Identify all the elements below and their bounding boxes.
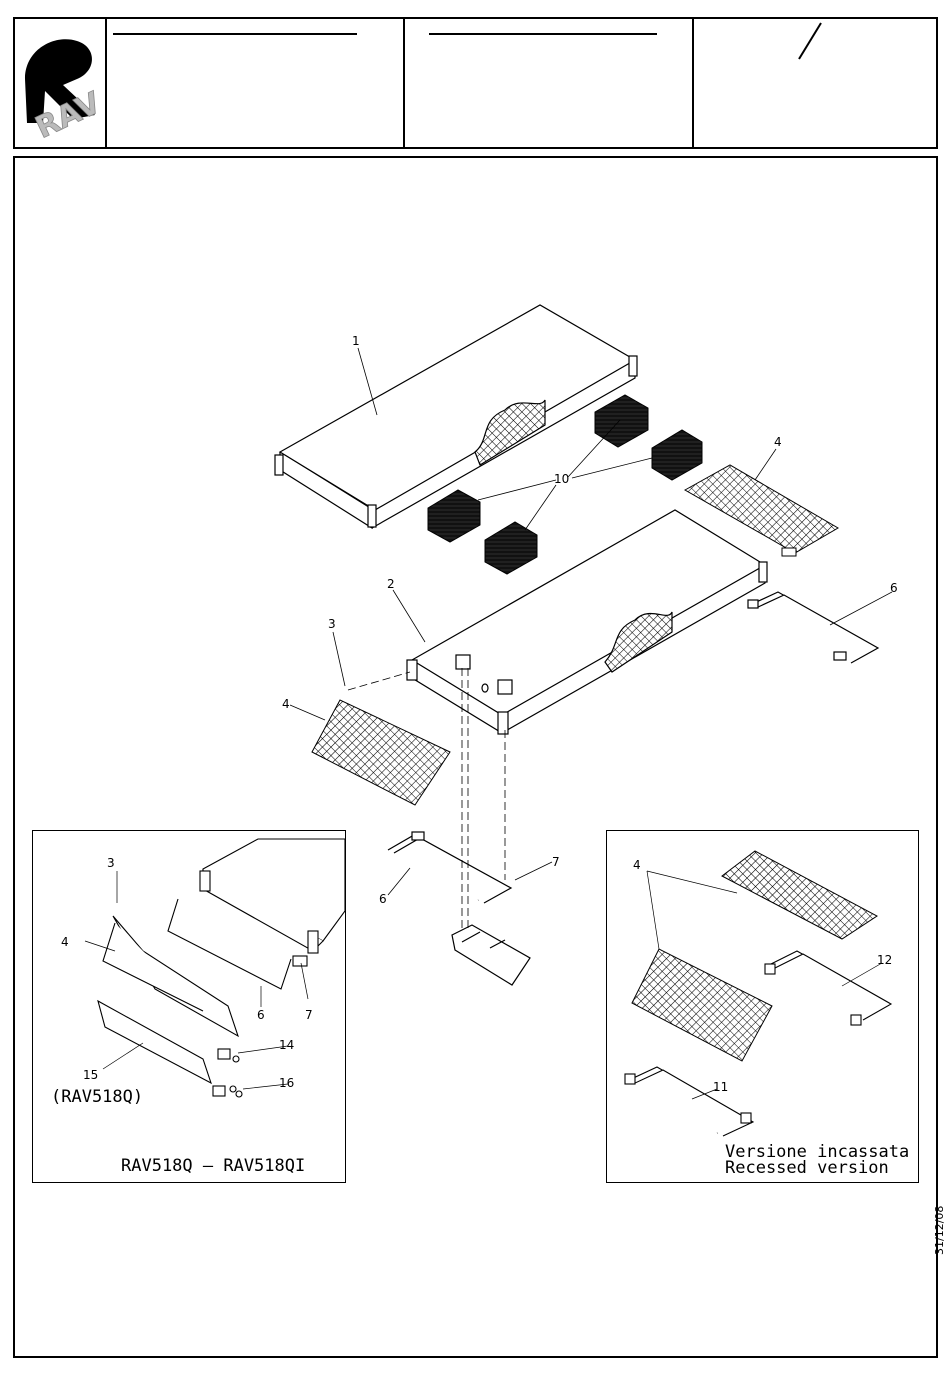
callout-2: 2: [387, 577, 395, 591]
hinge-bracket: [452, 925, 530, 985]
side-date: 31/12/08: [933, 1206, 946, 1255]
variant-label: (RAV518Q): [51, 1087, 143, 1107]
bar-6-bottom: [388, 832, 511, 903]
inset-recessed-version: 4 12 11 Versione incassata Recessed vers…: [606, 830, 919, 1183]
inset-callout-14: 14: [279, 1038, 294, 1052]
ramp-2: [407, 510, 767, 734]
callout-6-right: 6: [890, 581, 898, 595]
callout-6-bottom: 6: [379, 892, 387, 906]
inset-callout-6: 6: [257, 1008, 265, 1022]
inset-callout-7: 7: [305, 1008, 313, 1022]
callout-7-bottom: 7: [552, 855, 560, 869]
side-date-label: 31/12/08: [930, 1195, 948, 1265]
recessed-callout-12: 12: [877, 953, 892, 967]
inset-callout-3: 3: [107, 856, 115, 870]
callout-3: 3: [328, 617, 336, 631]
inset-left-caption: RAV518Q — RAV518QI: [121, 1156, 305, 1176]
inset-callout-4: 4: [61, 935, 69, 949]
mesh-plate-left: [312, 700, 450, 805]
recessed-callout-4: 4: [633, 858, 641, 872]
callout-10: 10: [554, 472, 569, 486]
callout-4-left: 4: [282, 697, 290, 711]
inset-rav518q: 3 4 6 7 14 15 16 (RAV518Q) RAV518Q — RAV…: [32, 830, 346, 1183]
recessed-caption-en: Recessed version: [725, 1158, 889, 1178]
inset-callout-16: 16: [279, 1076, 294, 1090]
callout-1: 1: [352, 334, 360, 348]
bar-6-right: [748, 592, 878, 663]
recessed-callout-11: 11: [713, 1080, 728, 1094]
callout-4-right: 4: [774, 435, 782, 449]
inset-callout-15: 15: [83, 1068, 98, 1082]
